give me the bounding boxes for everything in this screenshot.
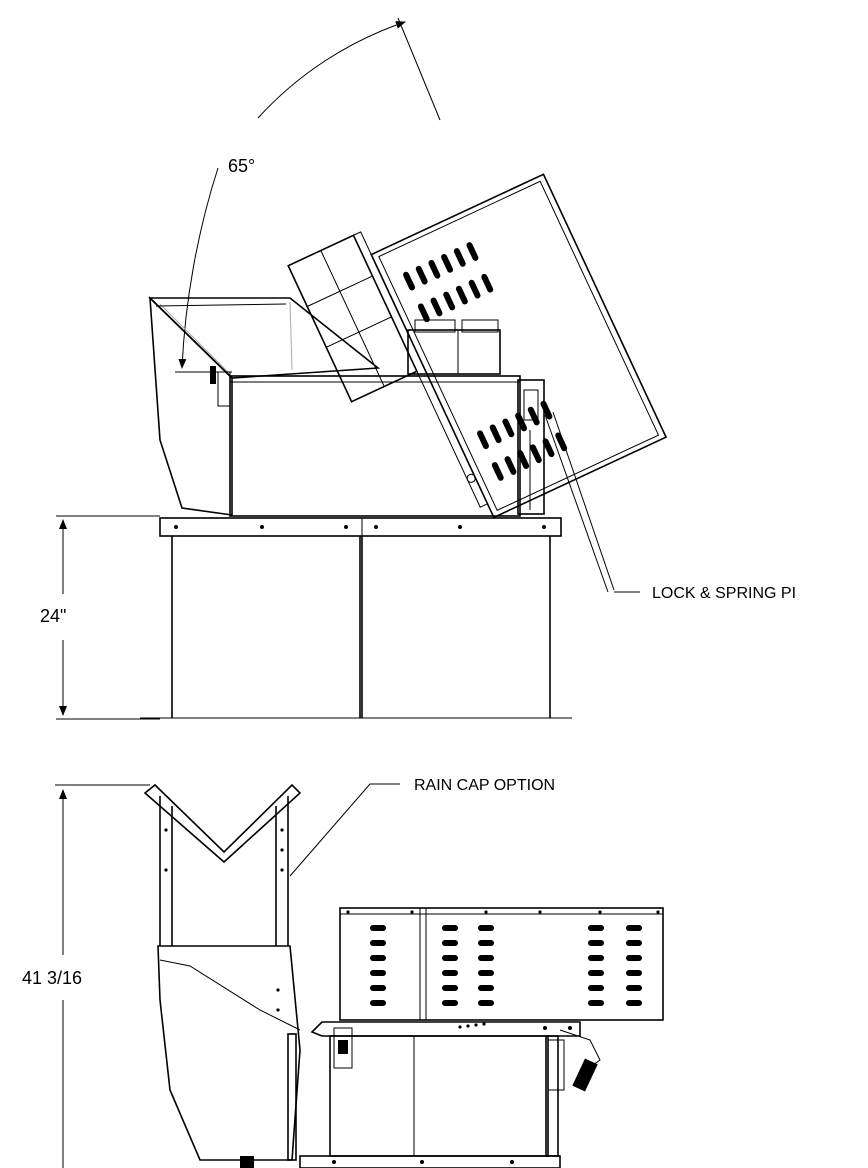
rain-cap [143,783,302,946]
angle-label: 65° [228,156,255,176]
rain-cap-leader [289,783,400,877]
lower-stand [240,1155,561,1168]
lock-spring-arm [544,411,640,593]
main-body [229,319,545,517]
lower-hopper [157,945,301,1161]
total-height-label: 41 3/16 [22,968,82,988]
lid-vents-bottom [477,400,568,481]
panel-vents [370,925,642,1006]
angle-dimension [175,17,441,373]
height-dimension [56,515,160,720]
rain-cap-label: RAIN CAP OPTION [414,777,555,794]
open-lid-view: 65° [40,17,796,720]
open-lid [287,173,668,519]
total-height-dimension [55,784,150,1168]
stand-24 [140,517,572,719]
rain-cap-view: 41 3/16 RAIN CAP OPTION [22,777,664,1168]
lid-vents-top [403,242,494,323]
lower-body [310,1021,601,1157]
left-hopper [148,295,381,516]
lock-spring-label: LOCK & SPRING PI [652,585,796,602]
closed-lid-panel [339,907,664,1021]
height-label: 24" [40,606,66,626]
